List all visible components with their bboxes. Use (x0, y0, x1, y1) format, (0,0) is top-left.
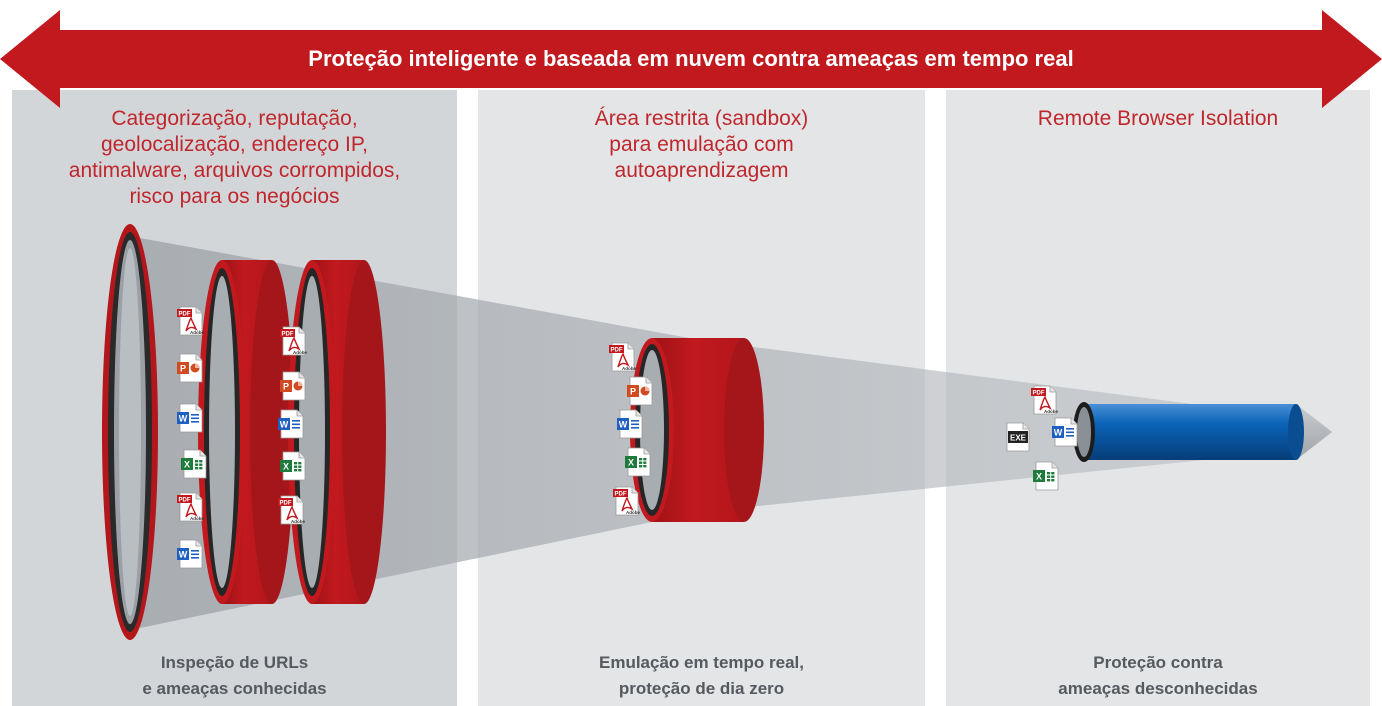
svg-text:P: P (630, 387, 636, 397)
svg-text:W: W (619, 420, 628, 430)
ppt-file-icon: P (280, 371, 306, 401)
pdf-file-icon: PDF Adobe (609, 342, 636, 372)
svg-text:P: P (180, 364, 186, 374)
svg-text:P: P (283, 382, 289, 392)
svg-text:Adobe: Adobe (626, 510, 640, 515)
excel-file-icon: X (1033, 461, 1059, 491)
svg-text:X: X (283, 462, 289, 472)
exe-file-icon: EXE (1006, 422, 1030, 452)
svg-text:PDF: PDF (280, 501, 292, 507)
svg-text:Adobe: Adobe (1044, 409, 1058, 414)
word-file-icon: W (278, 409, 304, 439)
svg-text:Adobe: Adobe (190, 330, 204, 335)
panel-3-top-text: Remote Browser Isolation (1037, 107, 1279, 130)
svg-text:W: W (280, 420, 289, 430)
svg-text:PDF: PDF (615, 492, 627, 498)
excel-file-icon: X (181, 449, 207, 479)
svg-text:Adobe: Adobe (622, 366, 636, 371)
header-double-arrow (0, 10, 1382, 108)
svg-text:PDF: PDF (179, 312, 191, 318)
svg-text:PDF: PDF (282, 332, 294, 338)
filter-ring-2 (198, 260, 294, 604)
svg-text:EXE: EXE (1010, 434, 1027, 443)
svg-text:X: X (184, 460, 190, 470)
pdf-file-icon: PDF Adobe (177, 306, 204, 336)
isolation-pipe (1073, 402, 1332, 462)
sandbox-cylinder (630, 338, 764, 522)
word-file-icon: W (177, 539, 203, 569)
svg-text:Adobe: Adobe (291, 519, 305, 524)
panel-2-bottom-text: Emulação em tempo real, proteção de dia … (598, 653, 805, 698)
svg-text:PDF: PDF (1033, 391, 1045, 397)
ppt-file-icon: P (177, 353, 203, 383)
svg-text:PDF: PDF (611, 348, 623, 354)
word-file-icon: W (617, 409, 643, 439)
word-file-icon: W (177, 403, 203, 433)
pdf-file-icon: PDF Adobe (177, 492, 204, 522)
svg-text:W: W (1054, 428, 1063, 438)
excel-file-icon: X (280, 451, 306, 481)
panel-1-bottom-text: Inspeção de URLs e ameaças conhecidas (142, 653, 327, 698)
svg-text:PDF: PDF (179, 498, 191, 504)
pdf-file-icon: PDF Adobe (280, 326, 307, 356)
svg-text:X: X (1036, 472, 1042, 482)
filter-ring-1 (102, 224, 158, 640)
panel-2-top-text: Área restrita (sandbox) para emulação co… (594, 107, 809, 182)
pdf-file-icon: PDF Adobe (278, 495, 305, 525)
svg-text:W: W (179, 550, 188, 560)
svg-text:W: W (179, 414, 188, 424)
svg-text:X: X (628, 458, 634, 468)
panel-1-top-text: Categorização, reputação, geolocalização… (68, 107, 401, 208)
word-file-icon: W (1052, 417, 1078, 447)
ppt-file-icon: P (627, 376, 653, 406)
svg-text:Adobe: Adobe (293, 350, 307, 355)
svg-text:Adobe: Adobe (190, 516, 204, 521)
pdf-file-icon: PDF Adobe (1031, 385, 1058, 415)
header-title: Proteção inteligente e baseada em nuvem … (308, 46, 1074, 71)
pdf-file-icon: PDF Adobe (613, 486, 640, 516)
panel-3-bottom-text: Proteção contra ameaças desconhecidas (1058, 653, 1258, 698)
excel-file-icon: X (625, 447, 651, 477)
